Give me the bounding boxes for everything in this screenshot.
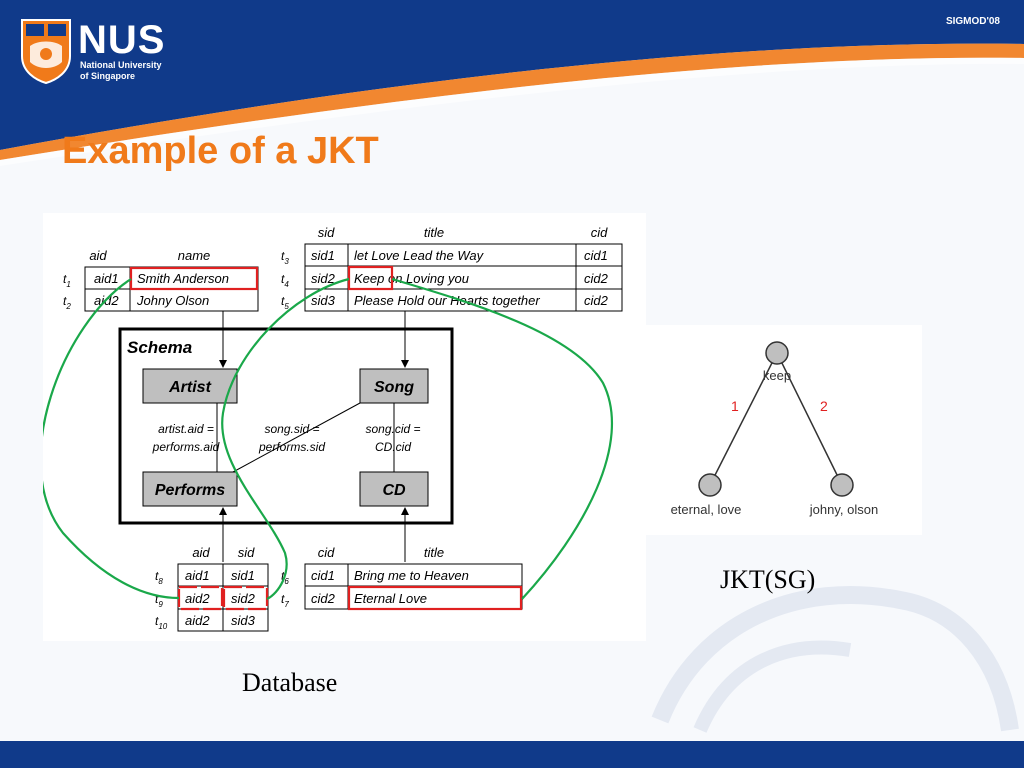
cd-table: cid title t6 t7 cid1 Bring me to Heaven … xyxy=(281,545,523,611)
match-highlight xyxy=(129,266,259,291)
join-label: song.cid = xyxy=(365,422,420,436)
tuple-label: t1 xyxy=(63,272,71,289)
table-cell: Johny Olson xyxy=(136,293,209,308)
table-cell: Bring me to Heaven xyxy=(354,568,469,583)
slide-title: Example of a JKT xyxy=(62,130,379,172)
tree-edge xyxy=(709,352,778,486)
cd-header-title: title xyxy=(424,545,444,560)
nus-crest-icon xyxy=(21,19,71,84)
table-cell: Smith Anderson xyxy=(137,271,229,286)
tuple-label: t4 xyxy=(281,272,289,289)
table-cell: let Love Lead the Way xyxy=(354,248,485,263)
table-cell: cid1 xyxy=(584,248,608,263)
jkt-tree-diagram: keep 1 2 eternal, love johny, olson xyxy=(671,341,878,517)
tuple-label: t5 xyxy=(281,294,289,311)
nus-subtitle-line2: of Singapore xyxy=(80,71,136,81)
join-label: CD.cid xyxy=(375,440,411,454)
song-header-title: title xyxy=(424,225,444,240)
schema-box: Schema Artist Song Performs CD artist.ai… xyxy=(118,327,454,525)
tree-node-leaf xyxy=(698,473,722,497)
database-caption: Database xyxy=(242,668,338,697)
table-cell: sid2 xyxy=(311,271,336,286)
table-cell: aid2 xyxy=(185,613,210,628)
table-cell: sid2 xyxy=(231,591,256,606)
conference-tag: SIGMOD'08 xyxy=(945,16,1000,27)
join-label: song.sid = xyxy=(264,422,319,436)
lion-watermark xyxy=(651,586,1019,733)
jkt-link-curve xyxy=(39,278,180,600)
performs-table: aid sid t8 t9 t10 aid1 sid1 aid2 sid2 ai… xyxy=(155,545,269,632)
tuple-label: t8 xyxy=(155,569,163,586)
table-cell: Keep on Loving you xyxy=(354,271,469,286)
jkt-caption: JKT(SG) xyxy=(720,565,816,594)
footer-bar xyxy=(0,741,1024,768)
jkt-link-curve xyxy=(391,277,613,600)
performs-header-aid: aid xyxy=(192,545,210,560)
match-highlight xyxy=(347,265,394,291)
tuple-label: t6 xyxy=(281,569,289,586)
header-background xyxy=(0,0,1024,166)
artist-header-aid: aid xyxy=(89,248,107,263)
table-cell: aid1 xyxy=(185,568,210,583)
table-cell: cid2 xyxy=(584,271,609,286)
table-cell: cid2 xyxy=(584,293,609,308)
tree-leaf-label: johny, olson xyxy=(809,502,878,517)
jkt-link-curve xyxy=(221,277,350,600)
table-cell: aid1 xyxy=(94,271,119,286)
table-cell: aid2 xyxy=(185,591,210,606)
schema-node-song: Song xyxy=(374,379,414,396)
table-cell: sid1 xyxy=(231,568,255,583)
schema-label: Schema xyxy=(127,338,192,357)
tree-root-label: keep xyxy=(763,368,791,383)
nus-logo: NUS National University of Singapore xyxy=(20,18,180,90)
schema-node-performs: Performs xyxy=(155,482,225,499)
table-cell: sid1 xyxy=(311,248,335,263)
tuple-label: t9 xyxy=(155,592,163,609)
tuple-label: t3 xyxy=(281,249,289,266)
schema-node-cd: CD xyxy=(382,482,406,499)
performs-header-sid: sid xyxy=(238,545,255,560)
song-header-cid: cid xyxy=(591,225,608,240)
artist-header-name: name xyxy=(178,248,211,263)
database-diagram: aid name t1 t2 aid1 Smith Anderson aid2 … xyxy=(39,225,623,632)
tree-node-root xyxy=(765,341,789,365)
artist-table: aid name t1 t2 aid1 Smith Anderson aid2 … xyxy=(63,248,259,312)
tree-leaf-label: eternal, love xyxy=(671,502,742,517)
join-label: artist.aid = xyxy=(158,422,214,436)
schema-node-artist: Artist xyxy=(168,379,211,396)
join-label: performs.sid xyxy=(258,440,325,454)
tuple-label: t10 xyxy=(155,614,168,631)
cd-header-cid: cid xyxy=(318,545,335,560)
table-cell: cid2 xyxy=(311,591,336,606)
nus-wordmark: NUS xyxy=(78,18,166,62)
tree-edge-label: 1 xyxy=(731,398,739,414)
table-cell: Please Hold our Hearts together xyxy=(354,293,540,308)
song-header-sid: sid xyxy=(318,225,335,240)
join-label: performs.aid xyxy=(152,440,220,454)
table-cell: sid3 xyxy=(231,613,256,628)
table-cell: sid3 xyxy=(311,293,336,308)
jkt-panel: keep 1 2 eternal, love johny, olson xyxy=(646,325,922,535)
database-panel: aid name t1 t2 aid1 Smith Anderson aid2 … xyxy=(39,213,646,641)
tuple-label: t2 xyxy=(63,294,71,311)
tree-edge xyxy=(776,352,843,486)
table-cell: cid1 xyxy=(311,568,335,583)
tuple-label: t7 xyxy=(281,592,289,609)
tree-edge-label: 2 xyxy=(820,398,828,414)
match-highlight xyxy=(347,585,523,611)
table-cell: Eternal Love xyxy=(354,591,427,606)
nus-subtitle-line1: National University xyxy=(80,60,162,70)
tree-node-leaf xyxy=(830,473,854,497)
song-table: sid title cid t3 t4 t5 sid1 let Love Lea… xyxy=(281,225,623,312)
